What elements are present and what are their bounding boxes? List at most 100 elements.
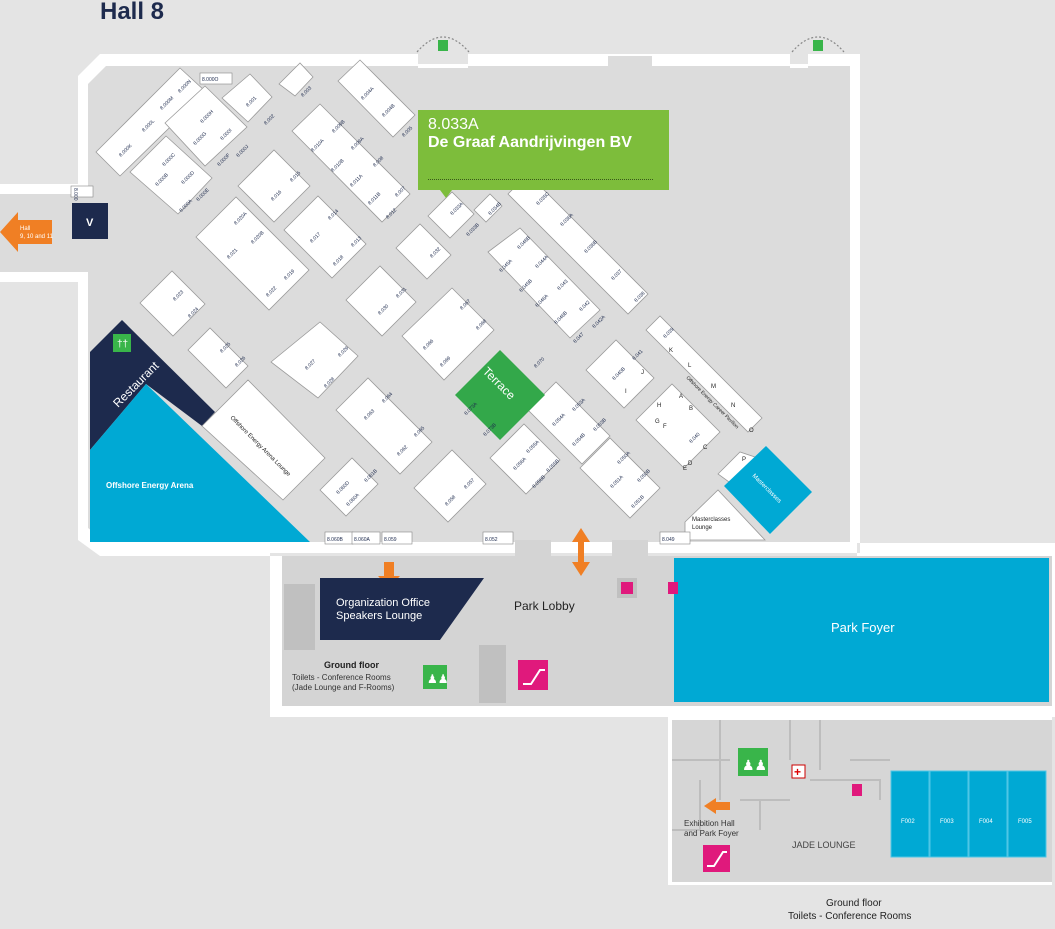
stand-block[interactable]: [139, 270, 206, 337]
f-room-f005[interactable]: [1007, 770, 1047, 858]
popup-booth-code: 8.033A: [428, 116, 479, 133]
stand-block[interactable]: [291, 103, 411, 223]
booth-code-label: 8.059: [384, 537, 397, 543]
stand-block[interactable]: [473, 193, 503, 223]
stand-block[interactable]: [489, 423, 561, 495]
ground-floor-2-title: Ground floor: [826, 898, 882, 909]
booth-code-label: 8.049: [662, 537, 675, 543]
pavilion-stand-letter: E: [683, 466, 687, 472]
offshore-arena-lounge[interactable]: [201, 379, 326, 501]
pavilion-stand-letter: G: [655, 419, 660, 425]
pavilion-stand-letter: B: [689, 406, 693, 412]
booth-8-000[interactable]: 8.000: [70, 185, 94, 201]
stand-block[interactable]: [487, 227, 601, 339]
up-down-arrow-icon: [572, 528, 590, 576]
toilets-glyph: ♟♟: [427, 672, 449, 686]
pavilion-stand-letter: C: [703, 445, 708, 451]
booth-code-label: 8.060A: [354, 537, 371, 543]
v-box[interactable]: [72, 203, 108, 239]
stand-block[interactable]: [221, 73, 273, 123]
stand-block[interactable]: [319, 457, 379, 517]
stand-block[interactable]: [283, 195, 367, 279]
stand-block[interactable]: [413, 449, 487, 523]
booth-8-049[interactable]: 8.049: [659, 531, 691, 545]
stand-block[interactable]: [187, 327, 249, 389]
escalator-glyph-lower: [707, 851, 727, 867]
popup-pointer: [440, 190, 452, 198]
booth-code-label: 8.000O: [202, 77, 219, 83]
masterclasses-area[interactable]: [724, 446, 812, 534]
booth-box[interactable]: [482, 531, 514, 545]
booth-8-060B[interactable]: 8.060B: [324, 531, 354, 545]
lobby-block-left: [284, 584, 315, 650]
stand-block[interactable]: [337, 59, 416, 138]
f-room-f002[interactable]: [890, 770, 930, 858]
ground-floor-walls: [672, 720, 890, 831]
stand-block[interactable]: [129, 135, 213, 215]
offshore-arena-label: Offshore Energy Arena: [106, 481, 194, 490]
stand-block[interactable]: [635, 383, 721, 469]
stand-block[interactable]: [270, 321, 359, 399]
park-foyer-label: Park Foyer: [831, 620, 895, 635]
stand-block[interactable]: [237, 149, 311, 223]
booth-8-060A[interactable]: 8.060A: [351, 531, 381, 545]
first-aid-icon: [791, 764, 806, 779]
emergency-exit-icon: [438, 40, 448, 51]
v-box-label: V: [86, 217, 94, 229]
escalator-icon: [518, 660, 548, 690]
offshore-arena-area[interactable]: [90, 384, 310, 542]
pavilion-stand-letter: P: [742, 457, 746, 463]
stand-block[interactable]: [427, 191, 475, 239]
terrace-area[interactable]: [455, 350, 545, 440]
stand-block[interactable]: [579, 437, 661, 519]
ground-floor-2-sub: Toilets - Conference Rooms: [788, 911, 911, 922]
stand-block[interactable]: [345, 265, 417, 337]
lobby-block-center: [479, 645, 506, 703]
first-aid-glyph: +: [794, 765, 801, 779]
pavilion-stand-letter: K: [669, 348, 673, 354]
stand-block[interactable]: [164, 85, 248, 167]
stand-block[interactable]: [527, 381, 611, 465]
corridor-gap-2: [612, 540, 648, 558]
jade-lounge-label: JADE LOUNGE: [792, 840, 856, 850]
stand-block[interactable]: [195, 196, 310, 311]
stand-block[interactable]: [645, 315, 763, 433]
restaurant-icon: [113, 334, 131, 352]
left-arrow-icon: [704, 798, 730, 814]
stand-block[interactable]: [278, 62, 314, 97]
stand-block[interactable]: [395, 223, 452, 280]
park-foyer-area[interactable]: [674, 558, 1049, 702]
hall-title: Hall 8: [100, 0, 165, 25]
pavilion-stand-letter: M: [711, 384, 716, 390]
pavilion-stand-letter: I: [625, 389, 627, 395]
f-room-f004[interactable]: [968, 770, 1008, 858]
stand-block[interactable]: [401, 287, 495, 381]
ground-floor-1-sub: Toilets - Conference Rooms(Jade Lounge a…: [292, 673, 395, 692]
exhibitor-popup[interactable]: 8.033A De Graaf Aandrijvingen BV: [418, 110, 669, 190]
booth-box[interactable]: [70, 185, 94, 198]
f-room-label: F004: [979, 819, 993, 825]
booth-box[interactable]: [381, 531, 413, 545]
hall-exit-arrow[interactable]: [0, 212, 52, 252]
booth-8-000O[interactable]: 8.000O: [199, 72, 233, 85]
booth-box[interactable]: [659, 531, 691, 545]
toilets-glyph-lower: ♟♟: [742, 757, 767, 773]
stand-block[interactable]: [585, 339, 655, 409]
booth-box[interactable]: [199, 72, 233, 85]
f-room-f003[interactable]: [929, 770, 969, 858]
booth-code-label: 8.052: [485, 537, 498, 543]
organization-office-area[interactable]: [320, 578, 484, 640]
stand-block[interactable]: [335, 377, 433, 475]
booth-box[interactable]: [351, 531, 381, 545]
booth-8-052[interactable]: 8.052: [482, 531, 514, 545]
pavilion-stand-letter: D: [688, 461, 693, 467]
accessible-toilet-icon: [668, 582, 678, 594]
booth-8-059[interactable]: 8.059: [381, 531, 413, 545]
restaurant-area[interactable]: [90, 320, 215, 450]
pavilion-stand-letter: J: [641, 370, 644, 376]
